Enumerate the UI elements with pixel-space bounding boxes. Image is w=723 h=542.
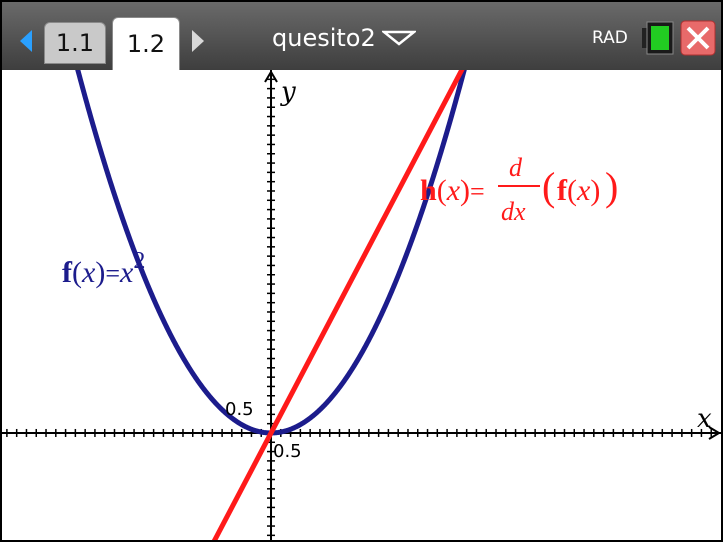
axis-arrows (264, 70, 721, 440)
function-h-line[interactable] (205, 70, 472, 540)
svg-text:f(x): f(x) (557, 174, 600, 207)
tab-1-1[interactable]: 1.1 (44, 22, 106, 64)
angle-mode-indicator: RAD (592, 28, 628, 48)
svg-text:h(x)=: h(x)= (420, 174, 485, 207)
x-axis-label: x (697, 404, 712, 434)
document-title[interactable]: quesito2 (272, 24, 416, 52)
axes (2, 70, 721, 540)
function-h-label[interactable]: h(x)= d dx ( f(x) ) (420, 153, 618, 226)
x-tick-label: 0.5 (273, 441, 302, 462)
battery-icon (642, 21, 674, 55)
close-icon[interactable] (680, 20, 716, 56)
dropdown-icon[interactable] (381, 30, 416, 46)
function-f-label[interactable]: f(x)=x2 (62, 248, 145, 289)
svg-text:(: ( (542, 164, 555, 209)
tab-1-2[interactable]: 1.2 (112, 17, 180, 70)
graph-area[interactable]: x y 0.5 0.5 f(x)=x2 h(x)= d dx ( f(x) ) (2, 70, 721, 540)
left-arrow-icon[interactable] (16, 26, 36, 56)
tab-label: 1.1 (55, 29, 95, 57)
svg-text:dx: dx (501, 197, 526, 226)
svg-text:): ) (605, 164, 618, 209)
right-arrow-icon[interactable] (188, 26, 208, 56)
document-title-text: quesito2 (272, 24, 376, 52)
tab-label: 1.2 (126, 30, 166, 58)
top-bar: 1.1 1.2 quesito2 RAD (2, 2, 721, 70)
y-axis-label: y (280, 77, 296, 107)
y-tick-label: 0.5 (225, 399, 254, 420)
svg-text:d: d (509, 153, 523, 182)
